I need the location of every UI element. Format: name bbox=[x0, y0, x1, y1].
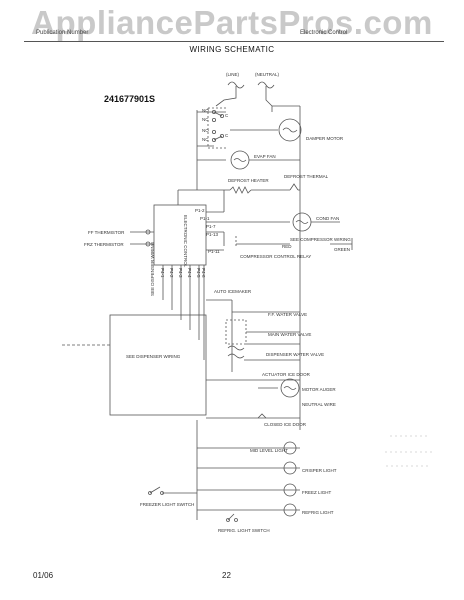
p4-2-label: P4-2 bbox=[169, 268, 174, 278]
defrost-thermal-label: DEFROST THERMAL bbox=[284, 174, 329, 179]
neutral-label: (NEUTRAL) bbox=[255, 72, 280, 77]
red-wire-label: RED bbox=[282, 244, 292, 249]
header-right: Electronic Control bbox=[300, 30, 348, 36]
crisper-light-symbol bbox=[283, 461, 297, 475]
see-dispenser-vertical-label: SEE DISPENSER WIRING bbox=[150, 241, 155, 296]
no-top-label: NO bbox=[202, 108, 209, 113]
defrost-heater-label: DEFROST HEATER bbox=[228, 178, 269, 183]
valve-coil-1 bbox=[227, 345, 245, 351]
header-left: Publication Number bbox=[36, 30, 89, 36]
crisper-light-label: CRISPER LIGHT bbox=[302, 468, 337, 473]
line-label: (LINE) bbox=[226, 72, 240, 77]
footer-date: 01/06 bbox=[33, 571, 54, 580]
see-compressor-wiring-label: SEE COMPRESSOR WIRING bbox=[290, 237, 351, 242]
evap-fan-label: EVAP FAN bbox=[254, 154, 276, 159]
freezer-light-switch-label: FREEZER LIGHT SWITCH bbox=[140, 502, 194, 507]
p1-13-label: P1-13 bbox=[206, 232, 219, 237]
p4-1-label: P4-1 bbox=[160, 268, 165, 278]
defrost-thermal-symbol bbox=[289, 183, 299, 191]
see-dispenser-label: SEE DISPENSER WIRING bbox=[126, 354, 181, 359]
auto-icemaker-symbol bbox=[225, 319, 247, 345]
fill-water-valve-label: F.F. WATER VALVE bbox=[268, 312, 307, 317]
refrig-light-label: REFRIG LIGHT bbox=[302, 510, 334, 515]
mid-level-light-symbol bbox=[283, 441, 297, 455]
p1-2-label: P1-2 bbox=[195, 208, 205, 213]
p4-5-label: P4-5 bbox=[196, 268, 201, 278]
motor-auger-label: MOTOR AUGER bbox=[302, 387, 336, 392]
part-number: 241677901S bbox=[104, 94, 156, 104]
mid-level-light-label: MID LEVEL LIGHT bbox=[250, 448, 288, 453]
auto-icemaker-label: AUTO ICEMAKER bbox=[214, 289, 252, 294]
damper-motor-label: DAMPER MOTOR bbox=[306, 136, 344, 141]
no-bottom-label: NO bbox=[202, 128, 209, 133]
neutral-terminal-wave bbox=[257, 81, 275, 89]
neutral-feed-wire bbox=[265, 86, 273, 112]
c-bottom-label: C bbox=[225, 133, 229, 138]
closed-ice-door-label: CLOSED ICE DOOR bbox=[264, 422, 307, 427]
freez-light-label: FREEZ LIGHT bbox=[302, 490, 332, 495]
main-water-valve-label: MAIN WATER VALVE bbox=[268, 332, 311, 337]
cond-fan-label: COND FAN bbox=[316, 216, 339, 221]
green-wire-label: GREEN bbox=[334, 247, 350, 252]
p1-1-label: P1-1 bbox=[200, 216, 210, 221]
defrost-heater-symbol bbox=[229, 186, 252, 194]
compressor-control-relay-label: COMPRESSOR CONTROL RELAY bbox=[240, 254, 311, 259]
line-feed-wire bbox=[215, 86, 237, 107]
neutral-wire-label: NEUTRAL WIRE bbox=[302, 402, 336, 407]
page-title: WIRING SCHEMATIC bbox=[189, 45, 275, 54]
valve-coil-2 bbox=[227, 353, 245, 359]
ff-thermistor-label: FF THERMISTOR bbox=[88, 230, 125, 235]
p4-6-label: P4-6 bbox=[201, 268, 206, 278]
frz-thermistor-label: FRZ THERMISTOR bbox=[84, 242, 124, 247]
watermark: AppliancePartsPros.com bbox=[31, 4, 433, 41]
page-number: 22 bbox=[222, 571, 231, 580]
dispenser-water-valve-label: DISPENSER WATER VALVE bbox=[266, 352, 324, 357]
nc-bottom-label: NC bbox=[202, 137, 209, 142]
electronic-control-label: ELECTRONIC CONTROL bbox=[183, 215, 188, 268]
refrig-light-switch-label: REFRIG. LIGHT SWITCH bbox=[218, 528, 270, 533]
motor-auger-symbol bbox=[280, 378, 300, 398]
freezer-light-switch-symbol bbox=[149, 486, 161, 494]
line-terminal-wave bbox=[227, 81, 245, 89]
ice-door-symbol bbox=[257, 413, 267, 419]
dispenser-box bbox=[109, 314, 207, 416]
electronic-control-box bbox=[153, 204, 207, 266]
actuator-ice-door-label: ACTUATOR ICE DOOR bbox=[262, 372, 311, 377]
freez-light-symbol bbox=[283, 483, 297, 497]
p1-7-label: P1-7 bbox=[206, 224, 216, 229]
p4-3-label: P4-3 bbox=[178, 268, 183, 278]
c-top-label: C bbox=[225, 113, 229, 118]
nc-top-label: NC bbox=[202, 117, 209, 122]
p4-4-label: P4-4 bbox=[187, 268, 192, 278]
ff-thermistor-symbol bbox=[145, 229, 151, 235]
p1-11-label: P1-11 bbox=[208, 249, 220, 254]
header-rule bbox=[24, 41, 444, 42]
frz-thermistor-symbol bbox=[145, 241, 151, 247]
refrig-light-symbol bbox=[283, 503, 297, 517]
